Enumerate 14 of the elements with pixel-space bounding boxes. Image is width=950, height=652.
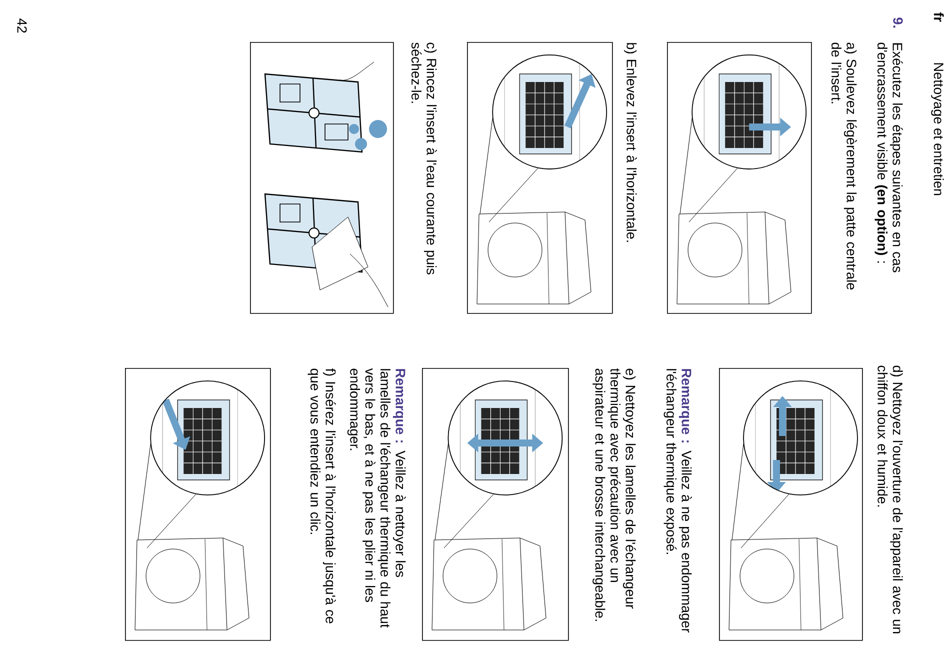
illustration-frame — [667, 42, 812, 314]
illustration-frame — [719, 368, 863, 641]
illustration-frame — [467, 42, 613, 314]
illustration-frame — [250, 42, 394, 314]
step-text: b) Enlevez l'insert à l'horizontale. — [624, 43, 637, 242]
step-number: 9. — [893, 18, 903, 28]
page-number: 42 — [17, 18, 27, 33]
step-text: f) Insérez l'insert à l'horizontale jusqu'à ce que vous entendiez un clic. — [308, 368, 336, 624]
language-tag: fr — [934, 12, 944, 22]
illustration-frame — [422, 368, 569, 641]
illustration-frame — [125, 368, 271, 641]
step-text: c) Rincez l'insert à l'eau courante puis séchez-le. — [411, 42, 437, 274]
note-text: Remarque : Veillez à ne pas endommager l'échangeur thermique exposé. — [664, 369, 692, 632]
section-header: Nettoyage et entretien — [931, 63, 944, 196]
